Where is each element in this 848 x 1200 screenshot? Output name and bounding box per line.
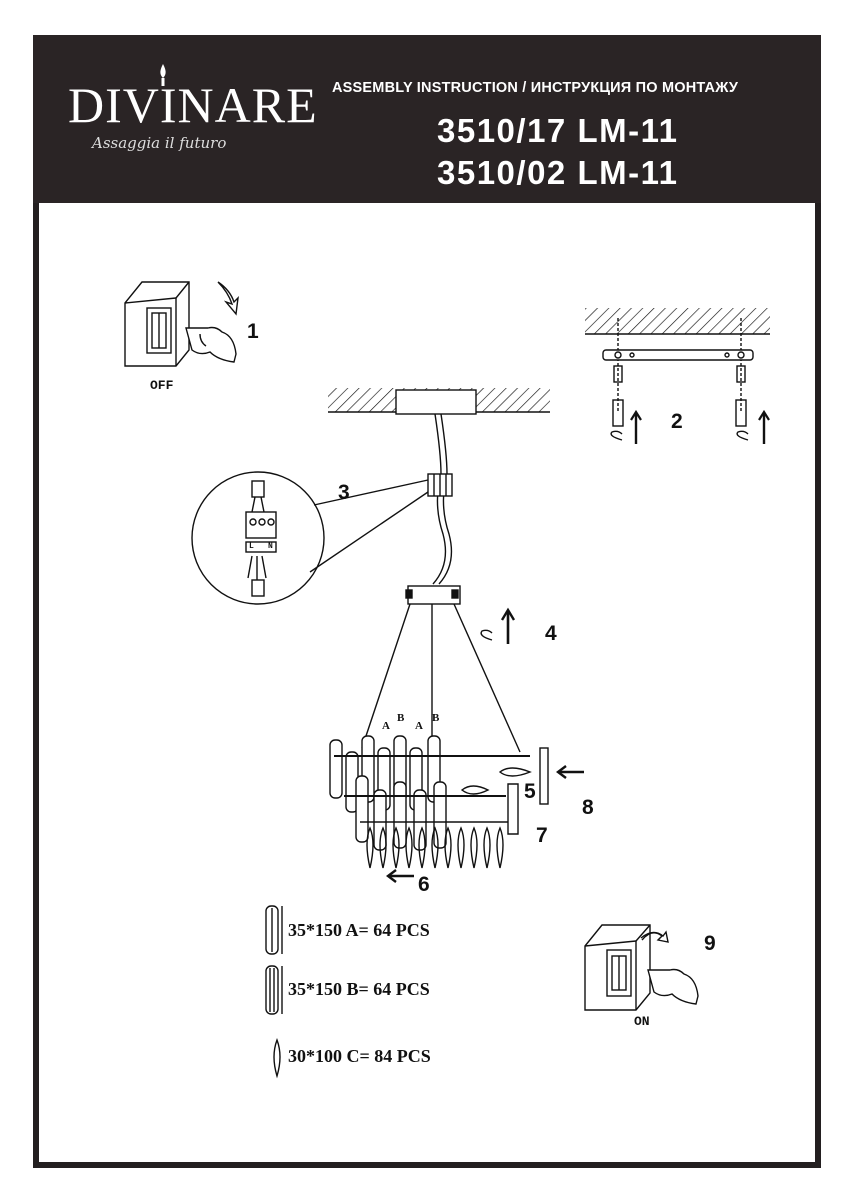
step-number-8: 8 (582, 796, 594, 819)
part-c-label: 30*100 C= 84 PCS (288, 1046, 431, 1066)
step-number-6: 6 (418, 873, 430, 896)
step-number-5: 5 (524, 780, 536, 803)
brand-tagline: Assaggia il futuro (92, 134, 227, 152)
switch-state-on: ON (634, 1014, 650, 1029)
crystal-letter-a1: A (382, 720, 390, 732)
wire-label-l: L (249, 542, 254, 551)
step-number-7: 7 (536, 824, 548, 847)
part-b-label: 35*150 B= 64 PCS (288, 979, 430, 999)
crystal-letter-a2: A (415, 720, 423, 732)
chandelier-body (329, 735, 584, 883)
switch-on-icon (584, 924, 699, 1011)
step-number-4: 4 (545, 622, 557, 645)
step-number-2: 2 (671, 410, 683, 433)
step-number-1: 1 (247, 320, 259, 343)
crystal-c-icon (273, 1038, 281, 1079)
model-number-2: 3510/02 LM-11 (437, 154, 679, 191)
power-cable (427, 413, 453, 585)
header-bar (33, 35, 821, 203)
wire-label-n: N (268, 542, 273, 551)
crystal-drops-row (366, 826, 504, 869)
part-a-label: 35*150 A= 64 PCS (288, 920, 430, 940)
crystal-letter-b1: B (397, 712, 405, 724)
brand-logo: DIVINARE (68, 77, 318, 133)
model-number-1: 3510/17 LM-11 (437, 112, 679, 149)
wiring-detail-icon (191, 471, 429, 605)
mounting-bracket-icon (585, 308, 770, 444)
step-number-9: 9 (704, 932, 716, 955)
crystal-a-icon (265, 905, 283, 955)
document-subtitle: ASSEMBLY INSTRUCTION / ИНСТРУКЦИЯ ПО МОН… (332, 80, 739, 96)
crystal-b-icon (265, 965, 283, 1015)
fixture-top-plate (361, 585, 521, 753)
switch-off-icon (124, 281, 239, 367)
crystal-letter-b2: B (432, 712, 440, 724)
step-number-3: 3 (338, 481, 350, 504)
brand-flame-icon (160, 64, 166, 86)
switch-state-off: OFF (150, 378, 174, 393)
ceiling-canopy (328, 388, 550, 415)
